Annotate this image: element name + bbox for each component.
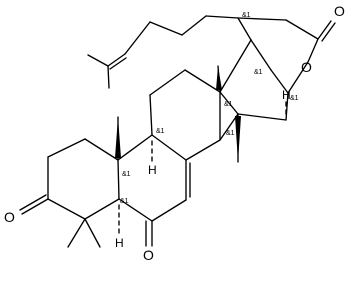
bond-layer xyxy=(19,15,336,248)
bond xyxy=(19,194,47,211)
bond xyxy=(181,15,207,36)
bond xyxy=(205,15,239,19)
bond xyxy=(184,69,221,93)
bond xyxy=(250,39,272,71)
bond xyxy=(321,22,336,42)
stereo-marker: &1 xyxy=(156,128,165,135)
bond xyxy=(107,53,126,67)
bond xyxy=(307,38,319,63)
stereo-marker: &1 xyxy=(290,95,299,102)
atom-label-layer: O O O O H H H xyxy=(4,3,345,263)
stereo-marker: &1 xyxy=(120,198,129,205)
h-c16-label: H xyxy=(282,88,291,102)
bond xyxy=(317,20,332,40)
ketone-c3-oxygen-label: O xyxy=(4,209,15,225)
bond xyxy=(149,94,153,136)
bond xyxy=(47,138,86,158)
bond xyxy=(149,69,186,96)
bond xyxy=(151,134,187,161)
lactone-carbonyl-oxygen-label: O xyxy=(334,3,345,19)
bond xyxy=(84,218,101,248)
bond xyxy=(219,39,252,93)
stereo-marker-layer: &1 &1 &1 &1 &1 &1 &1 &1 xyxy=(120,12,299,205)
h-c9-label: H xyxy=(148,163,157,177)
bond xyxy=(117,159,120,200)
bond xyxy=(270,69,289,94)
bond xyxy=(107,65,110,89)
bond xyxy=(124,21,151,55)
bond xyxy=(109,57,127,70)
bond xyxy=(149,21,183,36)
bond xyxy=(47,198,86,220)
bond xyxy=(117,134,153,161)
wedged-bond xyxy=(216,66,222,90)
bond xyxy=(84,138,119,161)
bond xyxy=(285,19,319,40)
bond xyxy=(219,113,239,141)
wedged-bond xyxy=(115,117,121,158)
stereo-marker: &1 xyxy=(226,130,235,137)
bond xyxy=(237,17,252,41)
bond xyxy=(219,91,239,115)
bond xyxy=(67,218,86,248)
bond xyxy=(21,198,49,215)
stereo-marker: &1 xyxy=(254,69,263,76)
stereo-marker: &1 xyxy=(122,171,131,178)
stereo-wedge-layer xyxy=(115,66,241,162)
bond xyxy=(118,198,153,222)
stereo-hash-layer xyxy=(118,101,287,234)
stereo-marker: &1 xyxy=(242,12,251,19)
bond xyxy=(151,199,187,222)
h-c5-label: H xyxy=(115,236,124,250)
ring-oxygen-label: O xyxy=(301,59,312,75)
bond xyxy=(285,92,289,121)
bond xyxy=(237,113,287,121)
bond xyxy=(84,198,120,220)
wedged-bond xyxy=(235,116,241,162)
bond xyxy=(237,17,287,21)
stereo-marker: &1 xyxy=(224,101,233,108)
bond xyxy=(185,139,221,161)
ketone-c6-oxygen-label: O xyxy=(143,247,154,263)
bond xyxy=(287,61,309,94)
bond xyxy=(87,54,109,67)
